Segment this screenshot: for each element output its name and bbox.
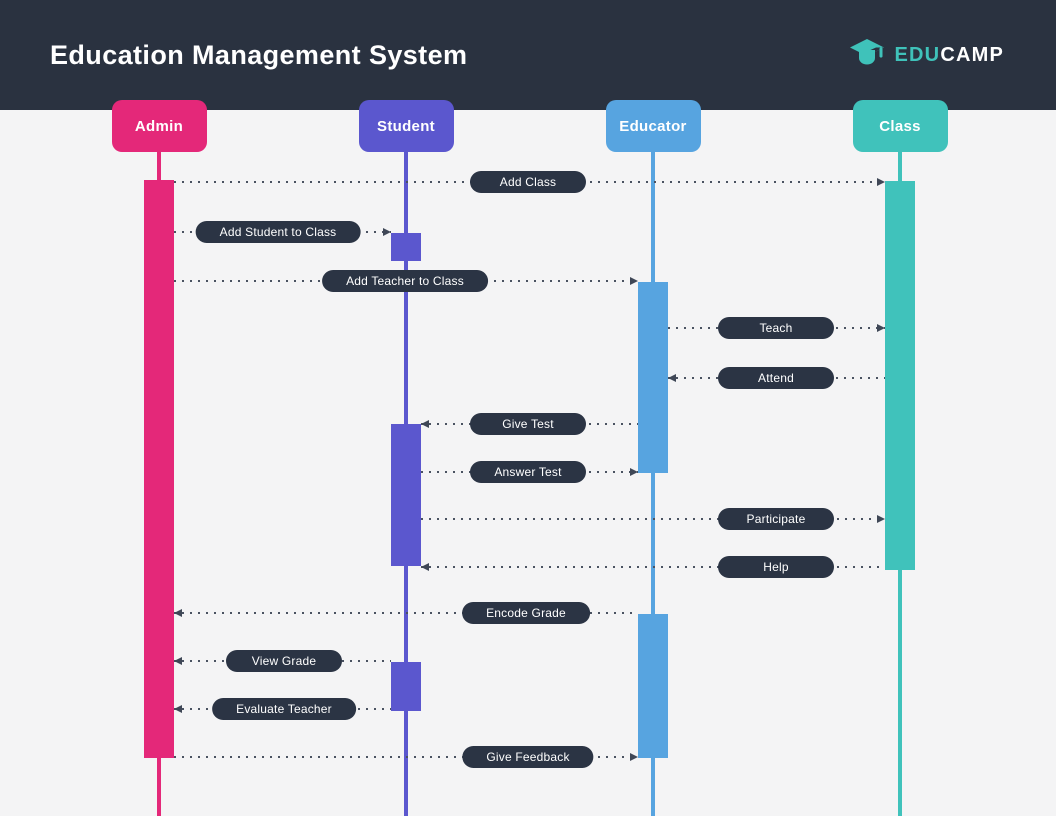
activation-bar-student [391, 233, 421, 261]
brand-name-secondary: CAMP [940, 43, 1004, 66]
message-help-label: Help [718, 556, 834, 578]
arrow-left-icon [174, 609, 182, 617]
actor-student: Student [358, 100, 454, 152]
actor-educator: Educator [605, 100, 701, 152]
message-help-line [421, 566, 885, 568]
arrow-right-icon [877, 178, 885, 186]
message-add-teacher-to-class-label: Add Teacher to Class [322, 270, 488, 292]
arrow-right-icon [877, 515, 885, 523]
arrow-right-icon [383, 228, 391, 236]
arrow-left-icon [421, 563, 429, 571]
activation-bar-class [885, 181, 915, 570]
arrow-right-icon [630, 277, 638, 285]
activation-bar-student [391, 424, 421, 566]
arrow-right-icon [630, 468, 638, 476]
message-answer-test-label: Answer Test [470, 461, 586, 483]
actor-admin: Admin [111, 100, 207, 152]
message-give-feedback-line [174, 756, 638, 758]
arrow-right-icon [877, 324, 885, 332]
brand-logo: EDUCAMP [848, 37, 1004, 73]
message-participate-line [421, 518, 885, 520]
activation-bar-admin [144, 180, 174, 758]
message-encode-grade-line [174, 612, 638, 614]
arrow-left-icon [174, 705, 182, 713]
arrow-right-icon [630, 753, 638, 761]
message-encode-grade-label: Encode Grade [462, 602, 590, 624]
activation-bar-educator [638, 282, 668, 473]
message-add-class-label: Add Class [470, 171, 586, 193]
brand-name-primary: EDU [894, 43, 941, 66]
message-add-student-to-class-label: Add Student to Class [195, 221, 361, 243]
arrow-left-icon [668, 374, 676, 382]
message-view-grade-label: View Grade [226, 650, 342, 672]
message-participate-label: Participate [718, 508, 834, 530]
header: Education Management System EDUCAMP [0, 0, 1056, 110]
lifeline-educator [651, 150, 655, 816]
message-evaluate-teacher-label: Evaluate Teacher [212, 698, 356, 720]
activation-bar-educator [638, 614, 668, 758]
page-title: Education Management System [50, 40, 468, 70]
arrow-left-icon [421, 420, 429, 428]
activation-bar-student [391, 662, 421, 711]
actor-class: Class [852, 100, 948, 152]
message-give-feedback-label: Give Feedback [462, 746, 594, 768]
message-give-test-label: Give Test [470, 413, 586, 435]
message-attend-label: Attend [718, 367, 834, 389]
graduation-cap-icon [848, 37, 886, 73]
message-teach-label: Teach [718, 317, 834, 339]
arrow-left-icon [174, 657, 182, 665]
brand-name: EDUCAMP [894, 44, 1004, 67]
